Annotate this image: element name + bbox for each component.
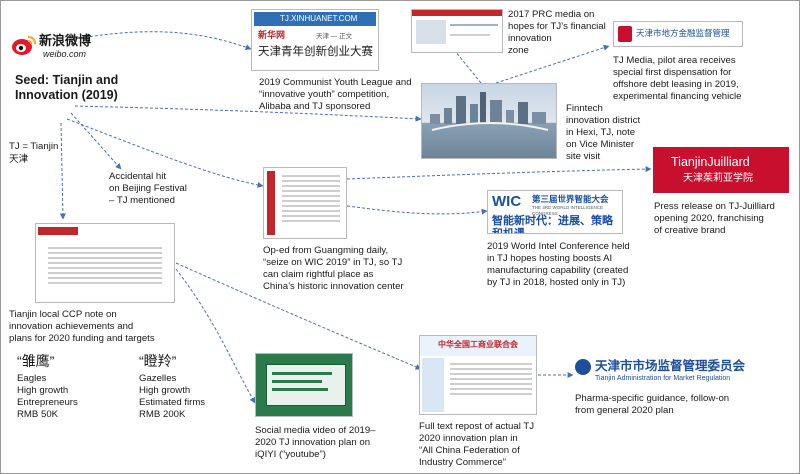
pharma-title-cn: 天津市市场监督管理委员会 (595, 359, 746, 373)
wic-banner: WIC 第三届世界智能大会 THE 3RD WORLD INTELLIGENCE… (487, 190, 623, 234)
link-ccp-fulltext (175, 262, 422, 370)
pharma-caption-2: from general 2020 plan (575, 405, 674, 416)
youth-headline: 天津青年创新创业大赛 (258, 46, 373, 58)
fulltext-caption-3: “All China Federation of (419, 445, 520, 456)
youth-caption-1: 2019 Communist Youth League and (259, 77, 412, 88)
link-seed-ccp (59, 122, 66, 220)
pharma-title-en: Tianjin Administration for Market Regula… (595, 375, 731, 382)
fintech-caption-4: on Vice Minister (566, 139, 635, 150)
xinhua-location: 天津 — 正文 (316, 33, 353, 40)
link-ccp-video (175, 268, 256, 404)
wic-caption-3: manufacturing capability (created (487, 265, 629, 276)
festival-caption-2: on Beijing Festival (109, 183, 187, 194)
video-thumbnail (255, 353, 353, 417)
oped-caption-3: can claim rightful place as (263, 269, 374, 280)
juilliard-logo: TianjinJuilliard 天津茱莉亚学院 (653, 147, 789, 193)
prc-media-caption-4: zone (508, 45, 529, 56)
tj-media-caption-1: TJ Media, pilot area receives (613, 55, 736, 66)
prc-media-caption-1: 2017 PRC media on (508, 9, 595, 20)
link-fintech-prc (450, 45, 482, 84)
skyline-icon (430, 92, 549, 131)
wic-title-cn: 第三届世界智能大会 (532, 194, 609, 204)
ccp-caption-2: innovation achievements and (9, 321, 134, 332)
gazelles-line-1: Gazelles (139, 373, 177, 384)
tj-media-caption-3: offshore debt leasing in 2019, (613, 79, 739, 90)
video-caption-3: iQIYI (“youtube”) (255, 449, 326, 460)
fintech-caption-3: in Hexi, TJ, note (566, 127, 636, 138)
link-seed-youth (74, 31, 252, 50)
link-oped-wic (346, 205, 488, 215)
juilliard-name-cn: 天津茱莉亚学院 (683, 173, 753, 184)
ccp-note-thumbnail (35, 223, 175, 303)
wic-caption-1: 2019 World Intel Conference held (487, 241, 630, 252)
tj-media-caption-2: special first dispensation for (613, 67, 732, 78)
wic-caption-2: in TJ hopes hosting boosts AI (487, 253, 613, 264)
fulltext-caption-1: Full text repost of actual TJ (419, 421, 534, 432)
fulltext-caption-4: Industry Commerce” (419, 457, 506, 468)
prc-media-caption-2: hopes for TJ’s financial (508, 21, 606, 32)
youth-competition-thumbnail: TJ.XINHUANET.COM 新华网 天津 — 正文 天津青年创新创业大赛 (251, 9, 379, 71)
festival-caption-3: – TJ mentioned (109, 195, 175, 206)
pharma-caption-1: Pharma-specific guidance, follow-on (575, 393, 730, 404)
oped-caption-1: Op-ed from Guangming daily, (263, 245, 389, 256)
legend-cn: 天津 (9, 154, 29, 165)
tj-media-thumbnail: 天津市地方金融监督管理 (613, 21, 743, 47)
fintech-caption-5: site visit (566, 151, 601, 162)
pharma-logo: 天津市市场监督管理委员会 Tianjin Administration for … (575, 357, 759, 389)
weibo-eye-icon (12, 36, 36, 55)
fintech-skyline-photo (421, 83, 557, 159)
prc-media-thumbnail (411, 9, 503, 53)
eagles-line-1: Eagles (17, 373, 47, 384)
gazelles-line-3: Estimated firms (139, 397, 206, 408)
tj-media-caption-4: experimental financing vehicle (613, 91, 742, 102)
xinhua-banner (254, 12, 376, 26)
youth-caption-2: “innovative youth” competition, (259, 89, 390, 100)
tj-media-logo-text: 天津市地方金融监督管理 (636, 28, 730, 38)
prc-media-caption-3: innovation (508, 33, 552, 44)
xinhua-banner-domain: TJ.XINHUANET.COM (280, 14, 358, 23)
xinhua-brand: 新华网 (258, 30, 286, 40)
oped-caption-2: “seize on WIC 2019” in TJ, so TJ (263, 257, 403, 268)
wic-slogan-cn: 智能新时代：进展、策略和机遇 (492, 215, 613, 234)
eagles-line-2: High growth (17, 385, 69, 396)
eagles-line-3: Entrepreneurs (17, 397, 78, 408)
juilliard-name-en: TianjinJuilliard (671, 155, 750, 169)
juilliard-caption-3: of creative brand (654, 225, 726, 236)
juilliard-caption-1: Press release on TJ-Juilliard (654, 201, 775, 212)
seed-label-line1: Seed: Tianjin and (15, 73, 119, 87)
wic-logo: WIC (492, 193, 522, 210)
link-oped-juilliard (346, 166, 652, 180)
gazelles-line-2: High growth (139, 385, 191, 396)
link-seed-fintech (74, 105, 422, 122)
gazelles-line-4: RMB 200K (139, 409, 186, 420)
fintech-caption-2: innovation district (566, 115, 641, 126)
weibo-logo: 新浪微博 weibo.com (11, 31, 121, 63)
youth-caption-3: Alibaba and TJ sponsored (259, 101, 371, 112)
weibo-logo-domain: weibo.com (43, 49, 87, 59)
link-seed-oped (66, 118, 264, 188)
video-caption-2: 2020 TJ innovation plan on (255, 437, 371, 448)
oped-caption-4: China’s historic innovation center (263, 281, 404, 292)
ccp-caption-1: Tianjin local CCP note on (9, 309, 117, 320)
video-caption-1: Social media video of 2019– (255, 425, 376, 436)
wic-subtitle-en: THE 3RD WORLD INTELLIGENCE CONGRESS (532, 205, 604, 216)
link-seed-festival (70, 112, 122, 170)
gazelles-cn: “瞪羚” (139, 353, 177, 369)
ccp-caption-3: plans for 2020 funding and targets (9, 333, 155, 344)
fulltext-header-cn: 中华全国工商业联合会 (438, 340, 518, 349)
seed-label-line2: Innovation (2019) (15, 88, 118, 102)
juilliard-caption-2: opening 2020, franchising (654, 213, 764, 224)
wic-caption-4: by TJ in 2018, hosted only in TJ) (487, 277, 626, 288)
fintech-caption-1: Finntech (566, 103, 603, 114)
fulltext-thumbnail: 中华全国工商业联合会 (419, 335, 537, 415)
eagles-cn: “雏鹰” (17, 353, 55, 369)
festival-caption-1: Accidental hit (109, 171, 167, 182)
fulltext-caption-2: 2020 innovation plan in (419, 433, 518, 444)
oped-thumbnail (263, 167, 347, 239)
weibo-logo-cn: 新浪微博 (39, 33, 92, 48)
eagles-line-4: RMB 50K (17, 409, 59, 420)
legend-abbr: TJ = Tianjin (9, 141, 59, 152)
